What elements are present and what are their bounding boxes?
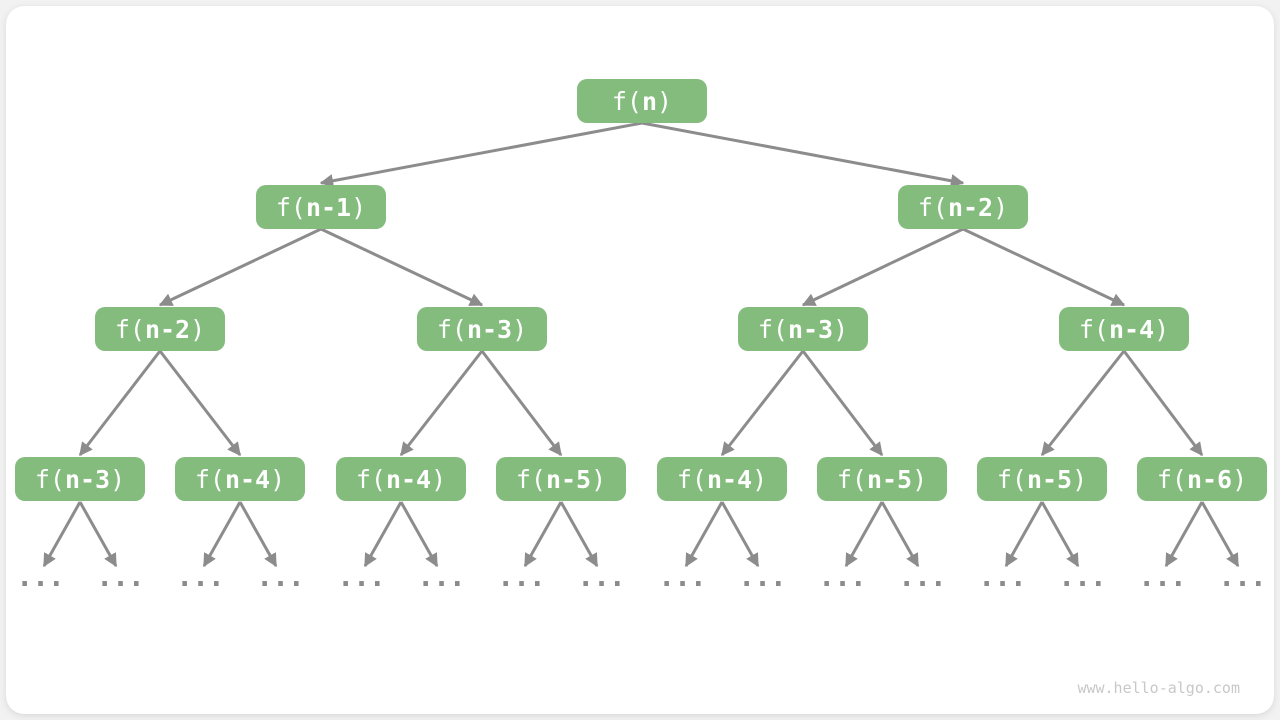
node-label-arg: n-2	[947, 192, 994, 222]
node-label-post: )	[1154, 314, 1170, 344]
ellipsis: ...	[337, 560, 386, 593]
tree-node-l3-3: f(n-4)	[1059, 307, 1189, 351]
node-label-arg: n-3	[787, 314, 834, 344]
node-label-post: )	[431, 464, 447, 494]
node-label-pre: f(	[515, 464, 546, 494]
ellipsis: ...	[1218, 560, 1267, 593]
node-label-arg: n-4	[224, 464, 271, 494]
ellipsis: ...	[96, 560, 145, 593]
node-label-post: )	[752, 464, 768, 494]
node-label-post: )	[1072, 464, 1088, 494]
node-label-arg: n-1	[305, 192, 352, 222]
node-label-pre: f(	[355, 464, 386, 494]
ellipsis: ...	[978, 560, 1027, 593]
node-label-arg: n-6	[1186, 464, 1233, 494]
ellipsis: ...	[577, 560, 626, 593]
node-label-pre: f(	[836, 464, 867, 494]
tree-node-l3-0: f(n-2)	[95, 307, 225, 351]
ellipsis: ...	[497, 560, 546, 593]
ellipsis: ...	[16, 560, 65, 593]
node-label-arg: n-4	[1108, 314, 1155, 344]
tree-node-l4-3: f(n-5)	[496, 457, 626, 501]
ellipsis: ...	[738, 560, 787, 593]
tree-node-l4-0: f(n-3)	[15, 457, 145, 501]
edges-level-4	[42, 501, 1240, 568]
node-label-arg: n	[641, 86, 658, 116]
tree-node-l3-1: f(n-3)	[417, 307, 547, 351]
node-label-pre: f(	[114, 314, 145, 344]
node-label-post: )	[657, 86, 673, 116]
node-label-arg: n-3	[466, 314, 513, 344]
node-label-pre: f(	[1156, 464, 1187, 494]
ellipsis: ...	[898, 560, 947, 593]
tree-node-l4-6: f(n-5)	[977, 457, 1107, 501]
node-label-arg: n-3	[64, 464, 111, 494]
tree-node-l4-7: f(n-6)	[1137, 457, 1267, 501]
node-label-arg: n-4	[706, 464, 753, 494]
tree-node-root: f(n)	[577, 79, 707, 123]
node-label-post: )	[351, 192, 367, 222]
ellipsis: ...	[1138, 560, 1187, 593]
ellipsis: ...	[417, 560, 466, 593]
node-label-post: )	[270, 464, 286, 494]
ellipsis: ...	[658, 560, 707, 593]
node-label-post: )	[912, 464, 928, 494]
node-label-post: )	[110, 464, 126, 494]
tree-node-l4-4: f(n-4)	[657, 457, 787, 501]
node-label-arg: n-5	[866, 464, 913, 494]
watermark: www.hello-algo.com	[1077, 679, 1240, 697]
node-label-pre: f(	[757, 314, 788, 344]
tree-node-l2-0: f(n-1)	[256, 185, 386, 229]
tree-node-l3-2: f(n-3)	[738, 307, 868, 351]
node-label-post: )	[833, 314, 849, 344]
node-label-pre: f(	[436, 314, 467, 344]
edges-level-2	[158, 227, 1126, 307]
node-label-pre: f(	[917, 192, 948, 222]
tree-node-l4-2: f(n-4)	[336, 457, 466, 501]
node-label-post: )	[512, 314, 528, 344]
tree-node-l4-5: f(n-5)	[817, 457, 947, 501]
node-label-arg: n-2	[144, 314, 191, 344]
node-label-arg: n-5	[545, 464, 592, 494]
tree-node-l2-1: f(n-2)	[898, 185, 1028, 229]
ellipsis: ...	[818, 560, 867, 593]
ellipsis: ...	[1058, 560, 1107, 593]
node-label-pre: f(	[275, 192, 306, 222]
node-label-post: )	[591, 464, 607, 494]
node-label-pre: f(	[194, 464, 225, 494]
node-label-post: )	[993, 192, 1009, 222]
tree-node-l4-1: f(n-4)	[175, 457, 305, 501]
node-label-post: )	[190, 314, 206, 344]
node-label-pre: f(	[996, 464, 1027, 494]
node-label-pre: f(	[611, 86, 642, 116]
edges-level-3	[78, 350, 1204, 457]
node-label-pre: f(	[676, 464, 707, 494]
node-label-pre: f(	[34, 464, 65, 494]
node-label-post: )	[1232, 464, 1248, 494]
node-label-pre: f(	[1078, 314, 1109, 344]
node-label-arg: n-5	[1026, 464, 1073, 494]
node-label-arg: n-4	[385, 464, 432, 494]
ellipsis: ...	[256, 560, 305, 593]
ellipsis: ...	[176, 560, 225, 593]
edges-level-1	[319, 121, 965, 188]
